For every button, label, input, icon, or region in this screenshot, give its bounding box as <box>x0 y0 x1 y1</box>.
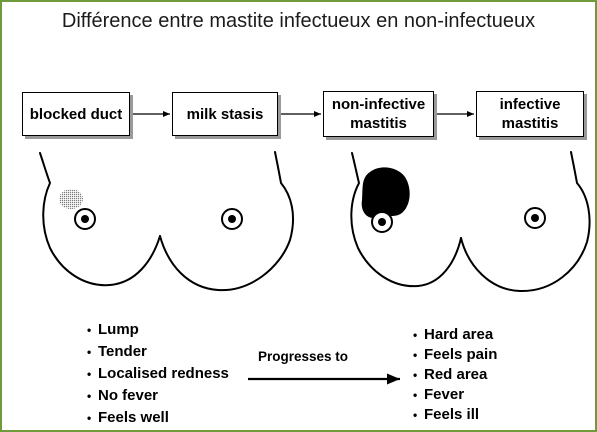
right-pair-left-breast-outline <box>351 153 461 286</box>
list-item: Tender <box>87 341 229 363</box>
flow-step-infective-mastitis: infective mastitis <box>476 91 584 137</box>
left-pair-right-nipple-center <box>228 215 236 223</box>
list-item: Red area <box>413 365 497 385</box>
flow-step-label: milk stasis <box>187 105 264 124</box>
blocked-duct-symptom-list: Lump Tender Localised redness No fever F… <box>87 319 229 429</box>
right-pair-right-nipple-center <box>531 214 539 222</box>
list-item: Feels well <box>87 407 229 429</box>
left-pair-left-nipple-center <box>81 215 89 223</box>
mastitis-symptom-list: Hard area Feels pain Red area Fever Feel… <box>413 325 497 425</box>
flow-step-blocked-duct: blocked duct <box>22 92 130 136</box>
flow-step-label: non-infective mastitis <box>326 95 431 133</box>
left-pair-left-breast-outline <box>40 153 160 285</box>
list-item: No fever <box>87 385 229 407</box>
right-pair-left-nipple-center <box>378 218 386 226</box>
flow-step-milk-stasis: milk stasis <box>172 92 278 136</box>
list-item: Lump <box>87 319 229 341</box>
list-item: Localised redness <box>87 363 229 385</box>
list-item: Fever <box>413 385 497 405</box>
mastitis-inflamed-area <box>362 167 410 218</box>
progression-label: Progresses to <box>258 348 348 365</box>
flow-step-label: infective mastitis <box>479 95 581 133</box>
flow-step-non-infective-mastitis: non-infective mastitis <box>323 91 434 137</box>
list-item: Hard area <box>413 325 497 345</box>
list-item: Feels pain <box>413 345 497 365</box>
list-item: Feels ill <box>413 405 497 425</box>
flow-step-label: blocked duct <box>30 105 123 124</box>
blocked-duct-area <box>59 189 83 209</box>
